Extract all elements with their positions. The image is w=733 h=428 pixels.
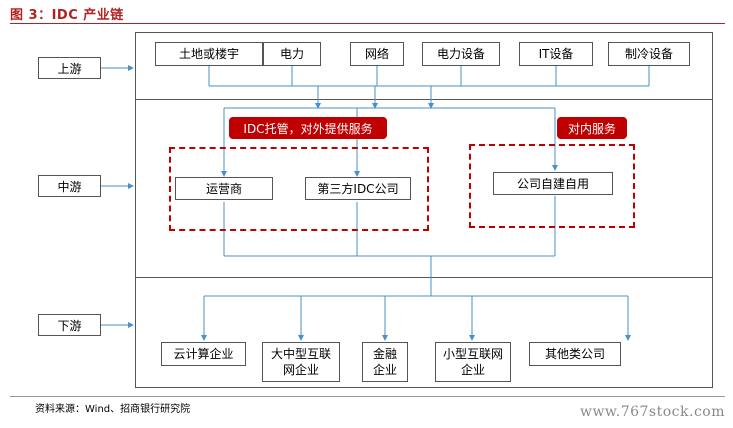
stage-upstream: 上游 [38,57,101,79]
upstream-item-it-equipment: IT设备 [519,42,593,66]
stage-midstream: 中游 [38,175,101,197]
mid-item-operator: 运营商 [175,177,273,200]
upstream-item-land: 土地或楼宇 [155,42,263,66]
down-item-cloud: 云计算企业 [161,342,246,366]
down-item-finance: 金融企业 [362,342,408,382]
footer-rule [10,396,725,397]
watermark: www.767stock.com [579,404,725,420]
title-rule [10,23,725,24]
downstream-band [135,277,713,388]
mid-item-self-built: 公司自建自用 [493,172,613,195]
external-service-group [169,147,429,231]
down-item-others: 其他类公司 [529,342,621,366]
figure-title: 图 3：IDC 产业链 [10,8,124,23]
tag-external-service: IDC托管，对外提供服务 [229,117,387,139]
source-note: 资料来源：Wind、招商银行研究院 [35,404,191,415]
down-item-small-internet: 小型互联网企业 [435,342,511,382]
tag-internal-service: 对内服务 [557,117,627,139]
stage-downstream: 下游 [38,314,101,336]
mid-item-third-party: 第三方IDC公司 [305,177,411,200]
upstream-item-cooling-equipment: 制冷设备 [608,42,690,66]
upstream-item-network: 网络 [350,42,404,66]
down-item-large-internet: 大中型互联网企业 [262,342,340,382]
upstream-item-power-equipment: 电力设备 [422,42,500,66]
internal-service-group [469,144,635,228]
upstream-item-power: 电力 [263,42,321,66]
